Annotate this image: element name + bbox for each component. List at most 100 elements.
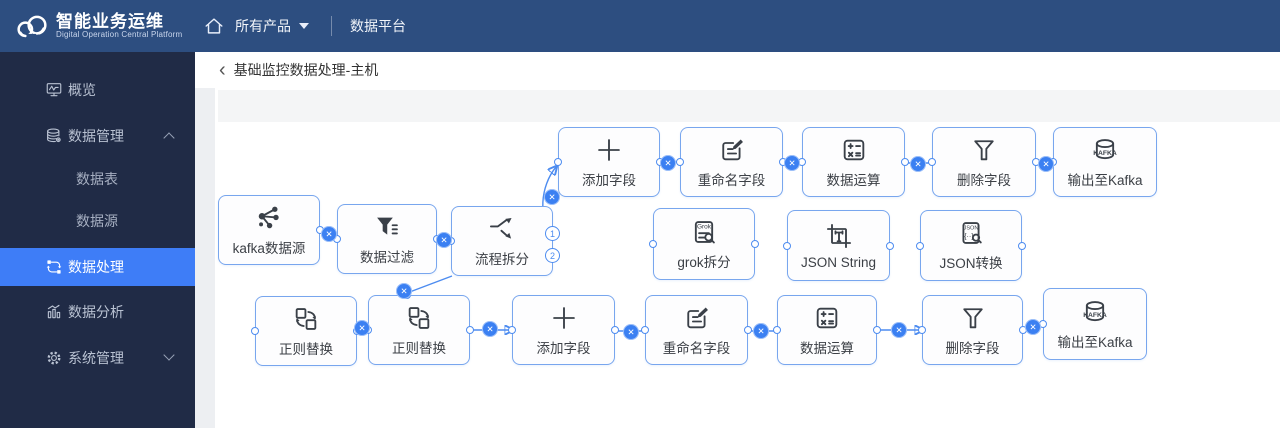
input-port[interactable]	[676, 158, 684, 166]
node-label: 正则替换	[279, 341, 333, 357]
flow-node-grok-split[interactable]: Grok grok拆分	[649, 208, 759, 280]
input-port[interactable]	[641, 326, 649, 334]
flow-node-output-kafka[interactable]: KAFKA 输出至Kafka	[1039, 288, 1147, 360]
connection-delete-badge[interactable]: ✕	[784, 155, 800, 171]
node-label: JSON转换	[939, 256, 1003, 271]
flow-node-json-convert[interactable]: JSON {··} JSON转换	[916, 210, 1026, 281]
svg-text:JSON: JSON	[964, 226, 979, 232]
input-port[interactable]	[916, 241, 924, 250]
input-port[interactable]	[928, 158, 936, 166]
flow-node-add-field[interactable]: 添加字段	[554, 127, 664, 197]
data-platform-tab[interactable]: 数据平台	[350, 18, 406, 34]
connection-delete-badge[interactable]: ✕	[753, 323, 769, 339]
output-port[interactable]	[873, 326, 881, 334]
flow-node-kafka-source[interactable]: kafka数据源	[218, 195, 324, 265]
output-port[interactable]	[466, 326, 474, 334]
sidebar-item-label: 系统管理	[68, 350, 124, 366]
funnel-icon	[959, 304, 987, 332]
connection-delete-badge[interactable]: ✕	[891, 322, 907, 338]
node-label: 添加字段	[582, 172, 636, 188]
sidebar-item-data-management[interactable]: 数据管理	[0, 114, 195, 158]
overview-icon	[46, 83, 62, 97]
flow-node-delete-field[interactable]: 删除字段	[928, 127, 1040, 197]
connection-delete-badge[interactable]: ✕	[1038, 156, 1054, 172]
svg-text:Grok: Grok	[697, 223, 712, 230]
input-port[interactable]	[554, 158, 562, 166]
input-port[interactable]	[918, 326, 926, 334]
regex-icon	[405, 304, 433, 332]
breadcrumb: ‹ 基础监控数据处理-主机	[195, 52, 1280, 88]
calculator-icon	[840, 136, 868, 164]
sidebar-item-overview[interactable]: 概览	[0, 68, 195, 112]
connection-delete-badge[interactable]: ✕	[321, 226, 337, 242]
svg-text:KAFKA: KAFKA	[1093, 150, 1117, 157]
chevron-down-icon	[163, 349, 175, 361]
node-label: 输出至Kafka	[1067, 172, 1143, 188]
sidebar-item-label: 概览	[68, 82, 96, 98]
flow-node-add-field[interactable]: 添加字段	[508, 295, 619, 365]
data-processing-icon	[46, 260, 62, 274]
flow-node-flow-split[interactable]: 流程拆分 1 2	[447, 206, 560, 276]
flow-node-regex-replace[interactable]: 正则替换	[251, 296, 361, 366]
all-products-menu[interactable]: 所有产品	[235, 16, 309, 36]
output-port[interactable]	[886, 241, 894, 250]
home-icon[interactable]	[203, 15, 225, 37]
flow-node-rename-field[interactable]: 重命名字段	[676, 127, 787, 197]
connection-delete-badge[interactable]: ✕	[1025, 319, 1041, 335]
connection-delete-badge[interactable]: ✕	[436, 232, 452, 248]
connection-delete-badge[interactable]: ✕	[623, 324, 639, 340]
split-output-port-2[interactable]: 2	[545, 248, 560, 263]
node-label: 删除字段	[957, 172, 1011, 188]
output-port[interactable]	[751, 240, 759, 248]
connection-delete-badge[interactable]: ✕	[910, 156, 926, 172]
output-port[interactable]	[1018, 241, 1026, 250]
connection-delete-badge[interactable]: ✕	[660, 155, 676, 171]
sidebar-item-data-analysis[interactable]: 数据分析	[0, 290, 195, 334]
sidebar-item-data-table[interactable]: 数据表	[0, 158, 195, 200]
input-port[interactable]	[783, 241, 791, 250]
input-port[interactable]	[649, 240, 657, 248]
flow-node-delete-field[interactable]: 删除字段	[918, 295, 1027, 365]
connection-delete-badge[interactable]: ✕	[544, 189, 560, 205]
connection-delete-badge[interactable]: ✕	[354, 320, 370, 336]
brand-title: 智能业务运维	[56, 11, 164, 31]
flow-node-json-string[interactable]: JSON String	[783, 210, 894, 281]
input-port[interactable]	[251, 327, 259, 335]
flow-node-regex-replace[interactable]: 正则替换	[364, 291, 474, 365]
filter-icon	[373, 213, 401, 241]
sidebar-item-data-processing[interactable]: 数据处理	[0, 248, 195, 286]
node-label: 流程拆分	[475, 251, 529, 267]
svg-text:{··}: {··}	[964, 232, 974, 241]
brand: 智能业务运维 Digital Operation Central Platfor…	[0, 6, 195, 46]
rename-icon	[683, 304, 711, 332]
chevron-up-icon	[163, 132, 175, 144]
connection-delete-badge[interactable]: ✕	[482, 321, 498, 337]
sidebar-item-data-source[interactable]: 数据源	[0, 200, 195, 242]
node-label: 添加字段	[536, 340, 591, 356]
top-navbar: 智能业务运维 Digital Operation Central Platfor…	[0, 0, 1280, 52]
node-label: grok拆分	[677, 254, 731, 270]
input-port[interactable]	[508, 326, 516, 334]
calculator-icon	[813, 304, 841, 332]
flow-node-output-kafka[interactable]: KAFKA 输出至Kafka	[1049, 127, 1157, 197]
split-output-port-1[interactable]: 1	[545, 226, 560, 241]
kafka-icon: KAFKA	[1081, 298, 1109, 326]
funnel-icon	[970, 136, 998, 164]
output-port[interactable]	[901, 158, 909, 166]
flow-node-data-calc[interactable]: 数据运算	[773, 295, 881, 365]
input-port[interactable]	[773, 326, 781, 334]
connection-delete-badge[interactable]: ✕	[396, 283, 412, 299]
output-port[interactable]	[744, 326, 752, 334]
flow-node-data-calc[interactable]: 数据运算	[798, 127, 909, 197]
node-label: JSON String	[800, 254, 877, 270]
back-arrow-icon[interactable]: ‹	[219, 59, 226, 81]
kafka-icon: KAFKA	[1091, 136, 1119, 164]
output-port[interactable]	[611, 326, 619, 334]
sidebar-item-system-management[interactable]: 系统管理	[0, 336, 195, 380]
sidebar-item-label: 数据表	[76, 171, 118, 187]
page-title: 基础监控数据处理-主机	[233, 62, 379, 78]
flow-node-rename-field[interactable]: 重命名字段	[641, 295, 752, 365]
sidebar-item-label: 数据处理	[68, 259, 124, 275]
flow-node-data-filter[interactable]: 数据过滤	[333, 204, 441, 274]
regex-icon	[292, 305, 320, 333]
